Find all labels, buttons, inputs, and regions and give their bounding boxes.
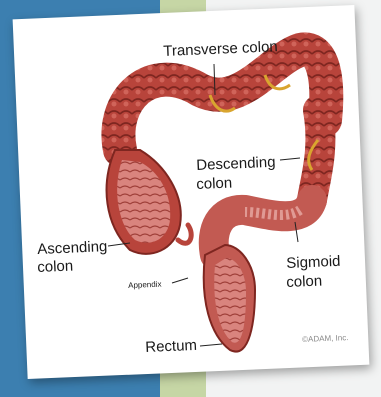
label-sigmoid-colon: Sigmoid bbox=[286, 254, 341, 271]
label-ascending-colon-line2: colon bbox=[37, 258, 73, 274]
label-rectum: Rectum bbox=[145, 338, 197, 355]
label-descending-colon: Descending bbox=[196, 155, 276, 173]
transverse-colon bbox=[118, 49, 326, 150]
label-descending-colon-line2: colon bbox=[196, 175, 232, 191]
label-ascending-colon: Ascending bbox=[37, 239, 108, 257]
label-appendix: Appendix bbox=[128, 281, 162, 290]
label-sigmoid-colon-line2: colon bbox=[286, 273, 322, 289]
